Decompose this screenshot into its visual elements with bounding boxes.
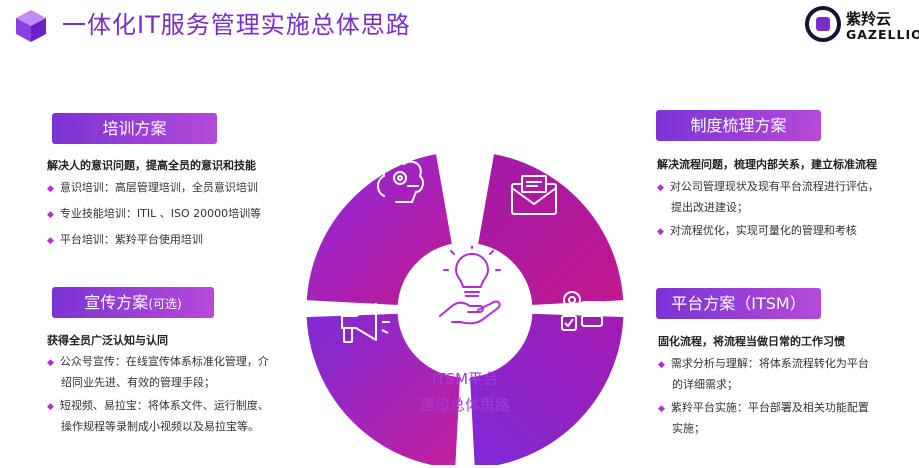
list-item: ◆短视频、易拉宝：将体系文件、运行制度、操作规程等录制成小视频以及易拉宝等。 [47,399,269,433]
promotion-headline: 获得全员广泛认知与认同 [47,334,168,347]
hand-lightbulb-icon [439,246,501,325]
mail-icon [511,175,557,215]
page-title: 一体化IT服务管理实施总体思路 [62,11,411,39]
list-item: ◆平台培训：紫羚平台使用培训 [47,233,203,246]
center-title-line2: 建设总体思路 [419,396,510,414]
list-item: ◆公众号宣传：在线宣传体系标准化管理，介绍同业先进、有效的管理手段； [47,355,269,389]
process-plan-tag: 制度梳理方案 [656,110,821,141]
cube-logo-icon [16,10,46,42]
segment-process [474,150,627,309]
list-item: ◆对流程优化，实现可量化的管理和考核 [657,224,857,237]
center-title-line1: ITSM平台 [431,370,499,388]
process-headline: 解决流程问题，梳理内部关系，建立标准流程 [657,158,877,171]
brand-name-cn: 紫羚云 [846,10,892,28]
server-gear-icon [561,291,603,331]
list-item: ◆意识培训：高层管理培训，全员意识培训 [47,181,258,194]
list-item: ◆专业技能培训：ITIL 、ISO 20000培训等 [47,207,262,220]
segment-promotion [303,310,464,465]
center-title: ITSM平台 建设总体思路 [395,366,535,418]
process-list: ◆对公司管理现状及现有平台流程进行评估，提出改进建设； ◆对流程优化，实现可量化… [657,177,879,242]
platform-plan-tag: 平台方案（ITSM） [656,288,821,319]
promotion-list: ◆公众号宣传：在线宣传体系标准化管理，介绍同业先进、有效的管理手段； ◆短视频、… [47,352,269,436]
center-hub [405,250,525,370]
list-item: ◆需求分析与理解：将体系流程转化为平台的详细需求； [658,357,869,391]
segment-platform [466,310,627,465]
platform-headline: 固化流程，将流程当做日常的工作习惯 [658,335,845,348]
megaphone-icon [341,303,390,343]
promotion-plan-tag: 宣传方案(可选) [52,287,214,318]
brand-logo-icon [805,6,841,42]
training-plan-tag: 培训方案 [52,113,217,144]
brand-name-en: GAZELLIO [846,27,919,42]
strategy-ring-diagram [303,150,627,465]
training-list: ◆意识培训：高层管理培训，全员意识培训 ◆专业技能培训：ITIL 、ISO 20… [47,178,261,251]
brain-gear-icon [377,160,424,203]
training-headline: 解决人的意识问题，提高全员的意识和技能 [47,159,256,172]
platform-list: ◆需求分析与理解：将体系流程转化为平台的详细需求； ◆紫羚平台实施：平台部署及相… [658,354,869,438]
list-item: ◆紫羚平台实施：平台部署及相关功能配置实施； [658,401,869,435]
segment-training [303,150,456,309]
list-item: ◆对公司管理现状及现有平台流程进行评估，提出改进建设； [657,180,879,214]
